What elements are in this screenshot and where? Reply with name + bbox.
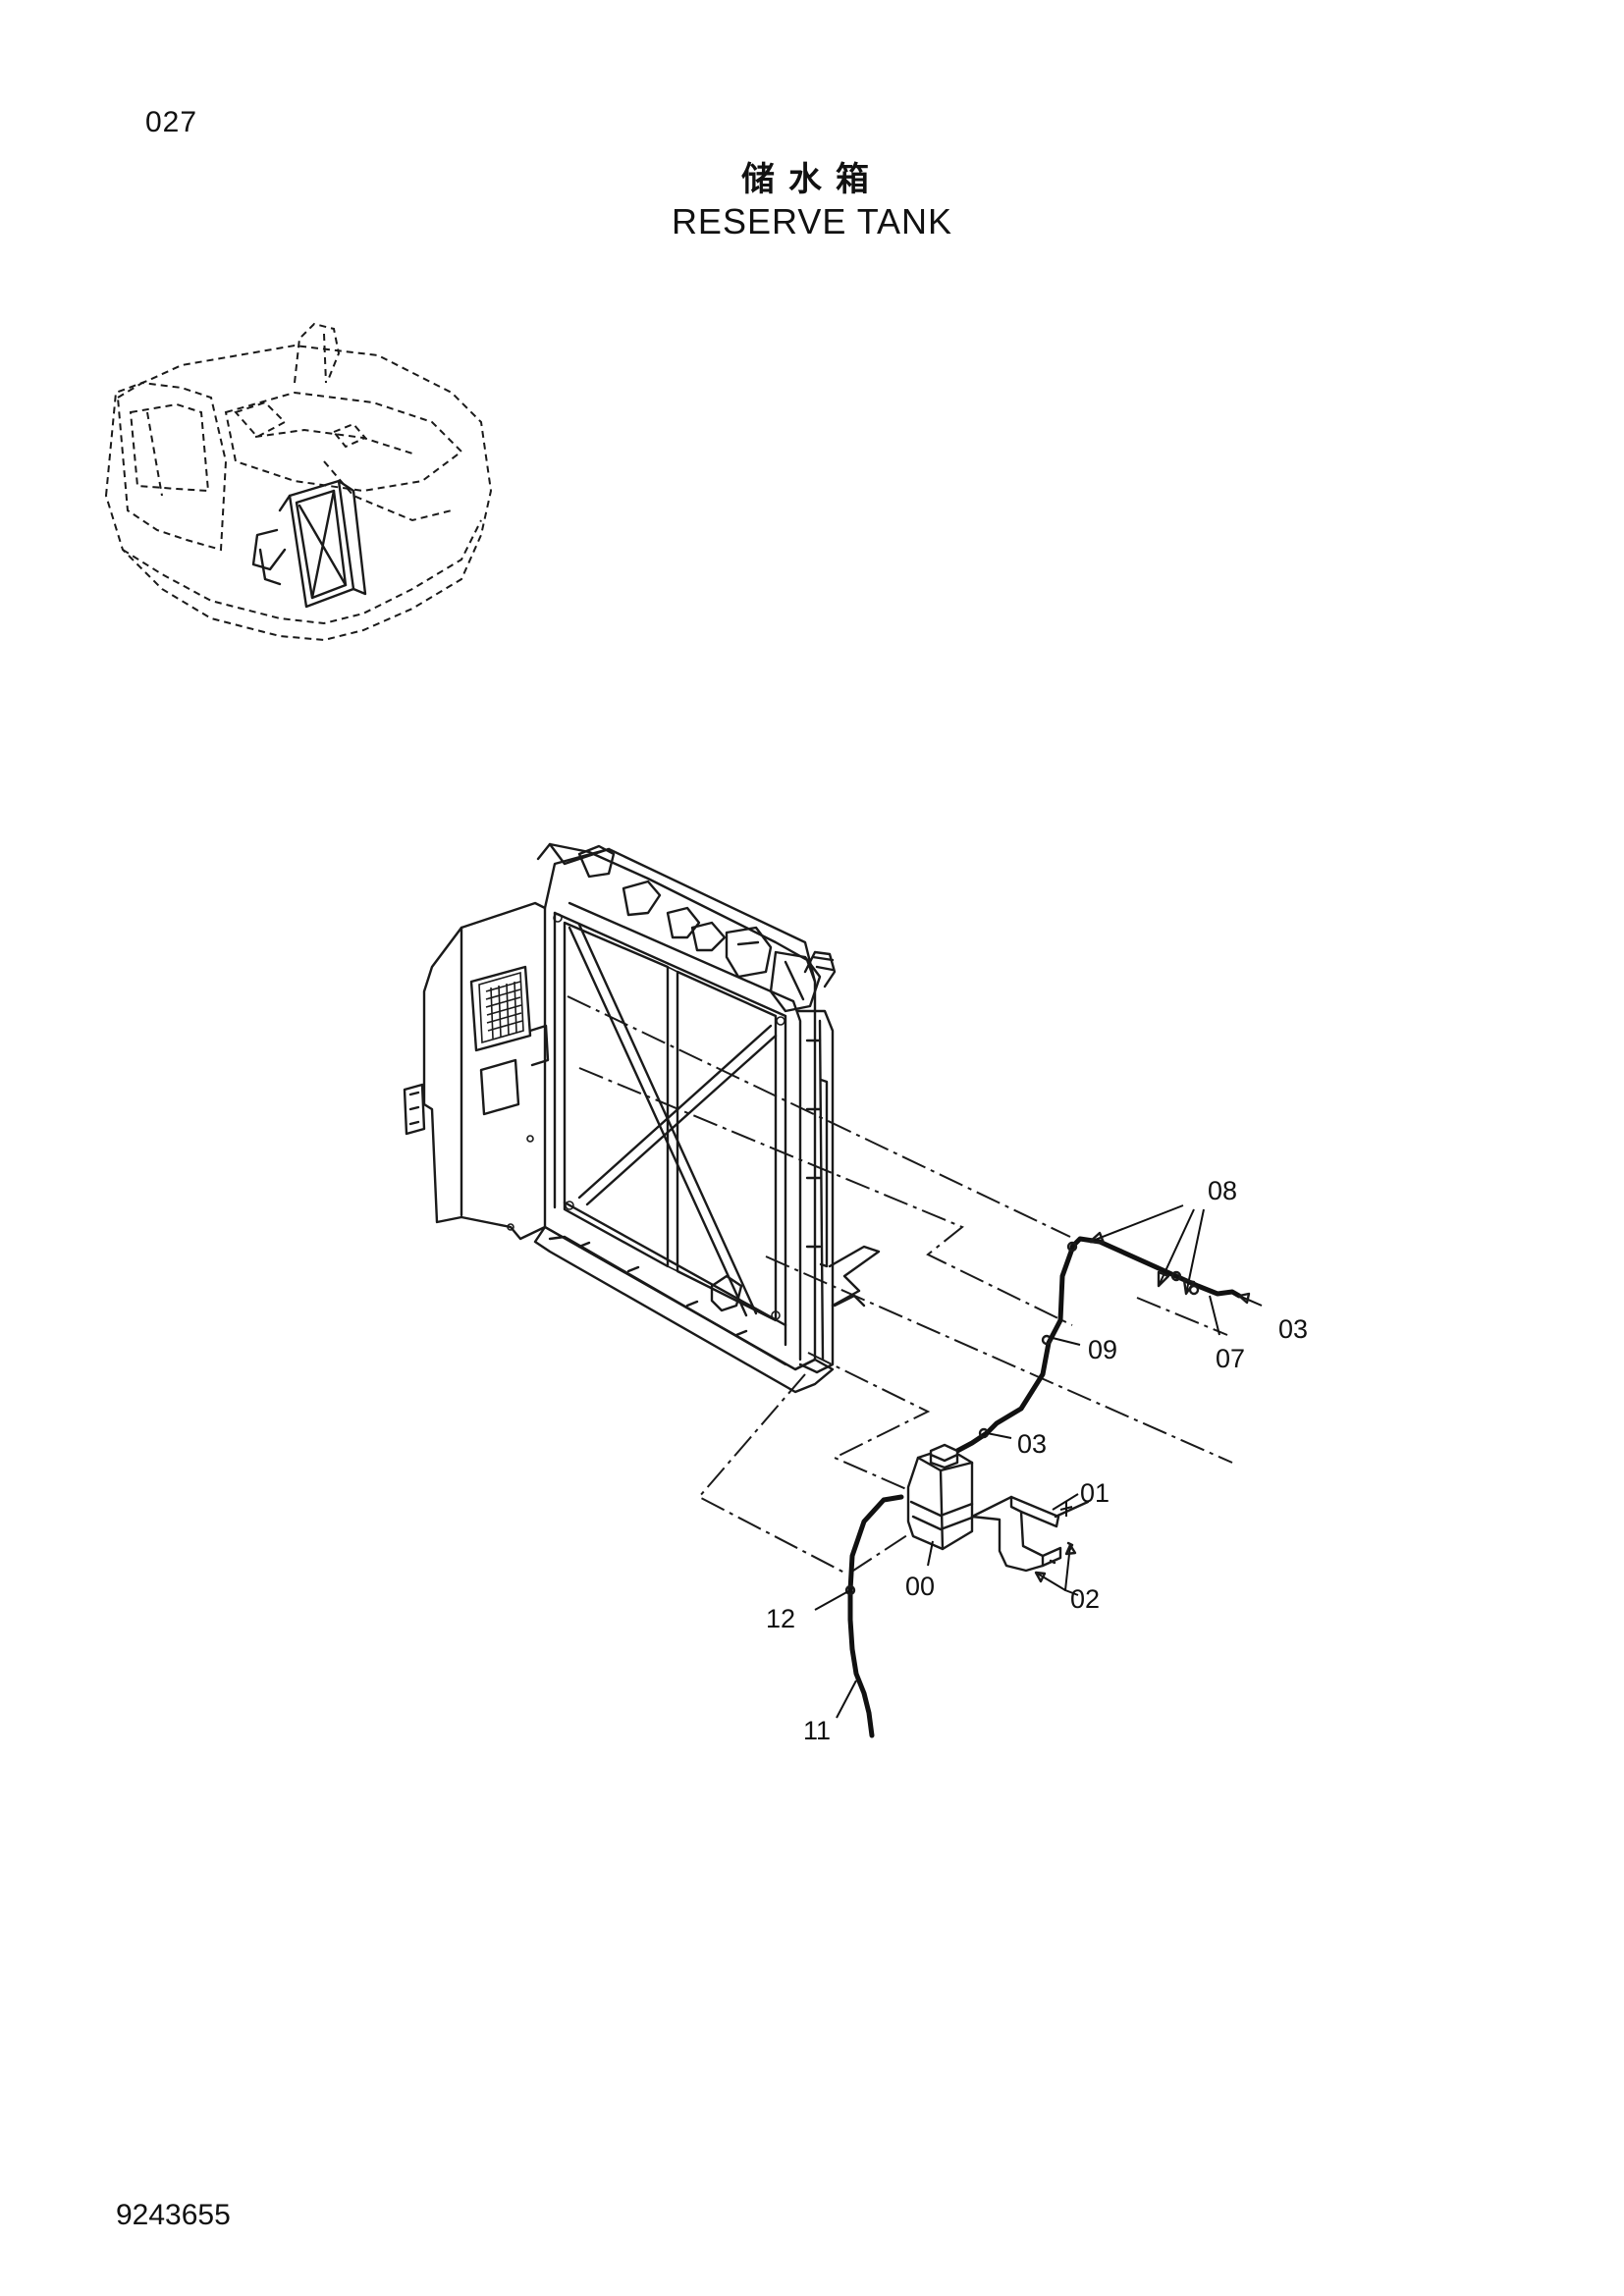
callout-01: 01 <box>1080 1478 1110 1508</box>
callout-02: 02 <box>1070 1584 1100 1614</box>
radiator-assembly <box>403 842 881 1394</box>
page-number: 027 <box>145 106 198 138</box>
callout-labels: 08 03 07 09 03 01 00 02 12 11 <box>766 1176 1308 1745</box>
leader-lines <box>814 1204 1263 1719</box>
reserve-tank <box>906 1443 974 1551</box>
assembly-reference-lines <box>567 995 1233 1574</box>
callout-00: 00 <box>905 1572 935 1601</box>
title-english: RESERVE TANK <box>671 201 953 241</box>
callout-08: 08 <box>1208 1176 1237 1205</box>
callout-03-mid: 03 <box>1017 1429 1047 1459</box>
callout-11: 11 <box>803 1716 831 1745</box>
bracket-and-bolts <box>970 1495 1090 1573</box>
title-chinese: 储水箱 <box>741 160 883 199</box>
hoses <box>844 1236 1242 1738</box>
callout-03-right: 03 <box>1278 1314 1308 1344</box>
callout-09: 09 <box>1088 1335 1117 1364</box>
callout-07: 07 <box>1216 1344 1245 1373</box>
callout-12: 12 <box>766 1604 795 1633</box>
excavator-locator-view <box>104 322 493 642</box>
drawing-number: 9243655 <box>116 2199 231 2231</box>
